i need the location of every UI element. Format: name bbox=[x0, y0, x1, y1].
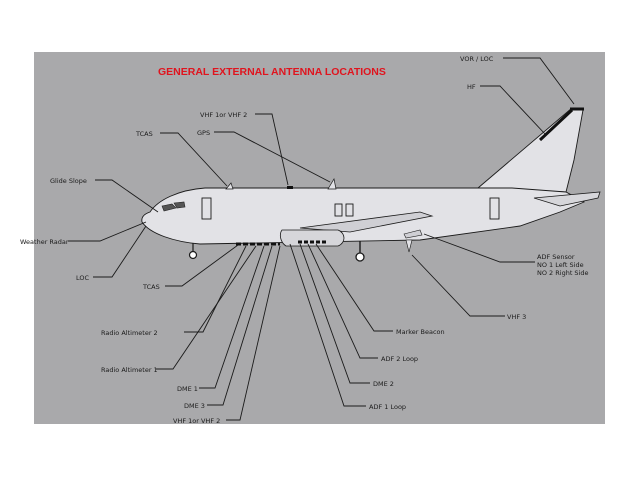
label-dme-2: DME 2 bbox=[373, 380, 394, 388]
cockpit-window bbox=[161, 203, 177, 212]
main-gear-wheel bbox=[355, 252, 365, 262]
overwing-exit bbox=[334, 203, 343, 217]
engine bbox=[279, 229, 345, 247]
label-vhf-3: VHF 3 bbox=[507, 313, 526, 321]
label-radio-altimeter-1: Radio Altimeter 1 bbox=[101, 366, 158, 374]
label-radio-altimeter-2: Radio Altimeter 2 bbox=[101, 329, 158, 337]
antenna-gps bbox=[287, 186, 293, 189]
nose-gear-wheel bbox=[188, 250, 198, 260]
antenna-tcas-top bbox=[225, 182, 234, 190]
antenna-vhf-top bbox=[327, 178, 337, 190]
aft-door bbox=[489, 197, 500, 220]
label-gps: GPS bbox=[197, 129, 210, 137]
leader-lines bbox=[68, 57, 575, 421]
label-adf-no2: NO 2 Right Side bbox=[537, 269, 589, 277]
label-vhf-bottom: VHF 1or VHF 2 bbox=[173, 417, 220, 425]
label-adf-1-loop: ADF 1 Loop bbox=[369, 403, 406, 411]
label-vor-loc: VOR / LOC bbox=[460, 55, 494, 63]
label-vhf-top: VHF 1or VHF 2 bbox=[200, 111, 247, 119]
label-adf-sensor: ADF Sensor bbox=[537, 253, 575, 261]
label-adf-no1: NO 1 Left Side bbox=[537, 261, 584, 269]
antenna-vhf3 bbox=[405, 239, 413, 253]
tail-antenna-strip bbox=[538, 108, 574, 142]
label-tcas-bottom: TCAS bbox=[142, 283, 160, 291]
label-loc: LOC bbox=[76, 274, 90, 282]
label-tcas-top: TCAS bbox=[135, 130, 153, 138]
label-hf: HF bbox=[467, 83, 476, 91]
antenna-adf-sensor bbox=[403, 229, 423, 239]
diagram-title: GENERAL EXTERNAL ANTENNA LOCATIONS bbox=[158, 66, 386, 78]
vertical-stabilizer bbox=[476, 107, 584, 193]
label-dme-1: DME 1 bbox=[177, 385, 198, 393]
fuselage bbox=[141, 187, 586, 245]
label-marker-beacon: Marker Beacon bbox=[396, 328, 445, 336]
horizontal-stabilizer bbox=[533, 191, 601, 207]
cockpit-window bbox=[173, 201, 186, 209]
label-glide-slope: Glide Slope bbox=[50, 177, 87, 185]
label-adf-2-loop: ADF 2 Loop bbox=[381, 355, 418, 363]
overwing-exit bbox=[345, 203, 354, 217]
forward-door bbox=[201, 197, 212, 220]
label-dme-3: DME 3 bbox=[184, 402, 205, 410]
label-weather-radar: Weather Radar bbox=[20, 238, 69, 246]
